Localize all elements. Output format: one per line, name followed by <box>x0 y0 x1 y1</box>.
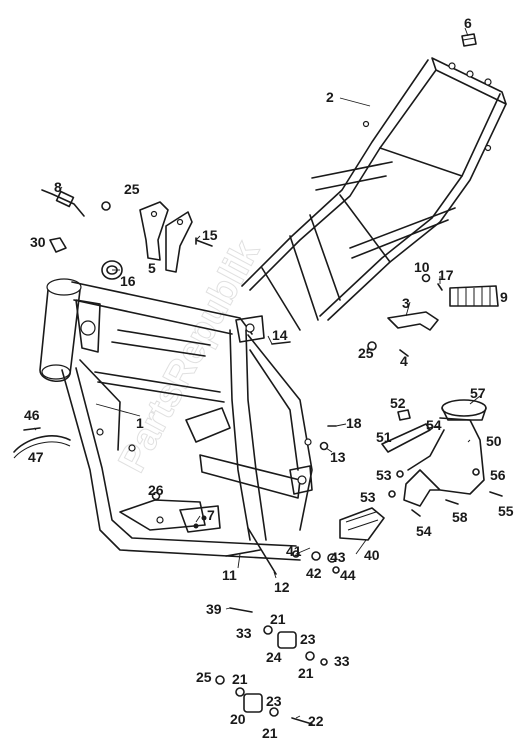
part-56-grommet <box>472 468 480 476</box>
callout-21: 21 <box>298 665 314 681</box>
part-53-nut-b <box>388 490 396 498</box>
callout-10: 10 <box>414 259 430 275</box>
part-10-washer <box>421 273 431 283</box>
callout-4: 4 <box>400 353 408 369</box>
callout-47: 47 <box>28 449 44 465</box>
part-54-bolt <box>411 509 421 517</box>
callout-25: 25 <box>358 345 374 361</box>
callout-22: 22 <box>308 713 324 729</box>
part-9-footrest <box>449 285 499 307</box>
callout-15: 15 <box>202 227 218 243</box>
callout-8: 8 <box>54 179 62 195</box>
callout-17: 17 <box>438 267 454 283</box>
callout-57: 57 <box>470 385 486 401</box>
callout-25: 25 <box>124 181 140 197</box>
callout-51: 51 <box>376 429 392 445</box>
callout-14: 14 <box>272 327 288 343</box>
callout-24: 24 <box>266 649 282 665</box>
callout-53: 53 <box>360 489 376 505</box>
part-12-bolt <box>247 527 277 575</box>
callout-labels: 6 2 8 25 30 15 5 16 10 17 9 3 14 25 4 1 … <box>24 15 514 741</box>
callout-13: 13 <box>330 449 346 465</box>
callout-26: 26 <box>148 482 164 498</box>
callout-5: 5 <box>148 260 156 276</box>
callout-30: 30 <box>30 234 46 250</box>
callout-58: 58 <box>452 509 468 525</box>
callout-54: 54 <box>416 523 432 539</box>
callout-7: 7 <box>207 507 215 523</box>
engine-mount-upper-set <box>229 607 328 666</box>
part-14-bolt <box>271 341 291 345</box>
part-11-bolt <box>225 549 261 557</box>
callout-21: 21 <box>232 671 248 687</box>
callout-39: 39 <box>206 601 222 617</box>
part-51-plate <box>381 423 431 453</box>
part-17-pin <box>437 283 443 291</box>
part-43-pin <box>327 553 337 563</box>
callout-16: 16 <box>120 273 136 289</box>
callout-43: 43 <box>330 549 346 565</box>
part-25-nut-mid <box>367 341 377 351</box>
engine-mount-lower-set <box>215 675 313 725</box>
callout-41: 41 <box>286 543 302 559</box>
callout-11: 11 <box>222 567 237 583</box>
callout-42: 42 <box>306 565 322 581</box>
part-41-washer <box>292 550 300 558</box>
watermark: PartsRepublik <box>111 233 268 479</box>
rear-subframe <box>241 57 507 331</box>
callout-18: 18 <box>346 415 362 431</box>
part-6-cap <box>461 33 477 47</box>
part-44-clip <box>332 566 340 574</box>
callout-46: 46 <box>24 407 40 423</box>
callout-9: 9 <box>500 289 508 305</box>
part-15-bolt <box>195 237 213 247</box>
callout-56: 56 <box>490 467 506 483</box>
part-53-nut-a <box>396 470 404 478</box>
callout-12: 12 <box>274 579 290 595</box>
part-47-cable <box>13 435 71 459</box>
callout-54: 54 <box>426 417 442 433</box>
callout-20: 20 <box>230 711 246 727</box>
callout-55: 55 <box>498 503 514 519</box>
callout-2: 2 <box>326 89 334 105</box>
part-26-nut <box>151 491 161 501</box>
part-3-bracket <box>387 311 439 331</box>
part-8-bolt <box>41 189 85 217</box>
part-30-connector <box>49 237 67 253</box>
part-57-filter <box>441 399 487 421</box>
callout-21: 21 <box>270 611 286 627</box>
main-frame <box>39 278 313 561</box>
part-46-clip <box>23 427 41 431</box>
callout-3: 3 <box>402 295 410 311</box>
callout-6: 6 <box>464 15 472 31</box>
callout-23: 23 <box>266 693 282 709</box>
part-4-bolt <box>399 349 409 357</box>
part-50-airbox <box>403 417 485 507</box>
callout-21: 21 <box>262 725 278 741</box>
callout-53: 53 <box>376 467 392 483</box>
callout-25: 25 <box>196 669 212 685</box>
part-52-clip <box>397 409 411 421</box>
callout-52: 52 <box>390 395 406 411</box>
callout-1: 1 <box>136 415 144 431</box>
part-5-brackets <box>139 201 193 273</box>
callout-40: 40 <box>364 547 380 563</box>
part-58-bolt <box>445 499 459 505</box>
part-55-bolt <box>489 491 503 497</box>
callout-44: 44 <box>340 567 356 583</box>
leader-lines <box>33 27 481 719</box>
part-13-nut <box>319 441 329 451</box>
callout-23: 23 <box>300 631 316 647</box>
part-42-spring <box>311 551 321 561</box>
part-25-nut-top <box>101 201 111 211</box>
callout-33: 33 <box>236 625 252 641</box>
callout-50: 50 <box>486 433 502 449</box>
callout-33: 33 <box>334 653 350 669</box>
part-40-footpeg <box>339 507 385 541</box>
